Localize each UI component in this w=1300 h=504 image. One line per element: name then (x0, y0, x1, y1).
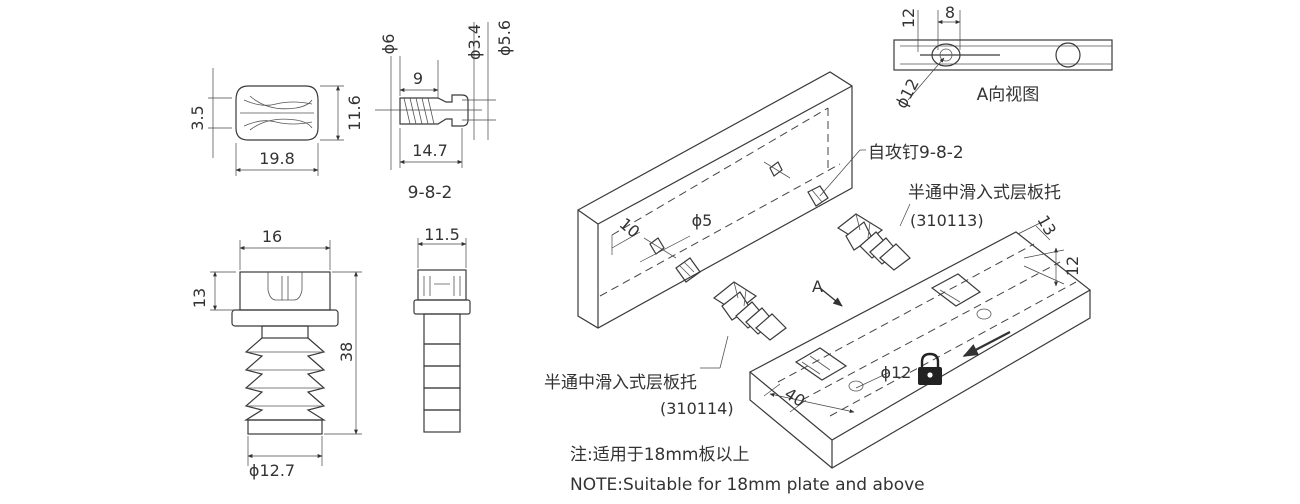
asm-dim-40: 40 (781, 384, 808, 411)
a-view: 8 12 ϕ12 A向视图 (891, 3, 1113, 112)
screw-caption: 9-8-2 (408, 183, 453, 203)
bottom-mid-view: 11.5 (413, 225, 471, 433)
label-support-b: 半通中滑入式层板托 (544, 373, 697, 393)
screw-view: ϕ6 9 ϕ3.4 ϕ5.6 14.7 9-8-2 (375, 20, 514, 203)
top-left-view: 3.5 11.6 19.8 (188, 68, 364, 176)
lower-shelf: 40 ϕ12 13 12 (748, 212, 1092, 469)
asm-dim-12: 12 (1063, 256, 1082, 276)
note-cn: 注:适用于18mm板以上 (570, 445, 749, 465)
a-dim-phi12: ϕ12 (891, 75, 922, 111)
bottom-left-view: 16 13 38 ϕ12.7 (190, 227, 362, 480)
support-310114: 半通中滑入式层板托 (310114) (544, 281, 787, 418)
upper-panel: 10 ϕ5 (577, 71, 853, 329)
dim-phi12-7: ϕ12.7 (249, 461, 295, 480)
support-fins (243, 337, 327, 421)
label-support-a: 半通中滑入式层板托 (908, 183, 1061, 203)
note-en: NOTE:Suitable for 18mm plate and above (570, 475, 925, 495)
view-arrow-label: A (812, 277, 823, 296)
notes: 注:适用于18mm板以上 NOTE:Suitable for 18mm plat… (570, 445, 925, 495)
a-dim-8: 8 (945, 3, 955, 22)
dim-9: 9 (413, 69, 423, 88)
asm-dim-10: 10 (616, 214, 644, 242)
screw-label: 自攻钉9-8-2 (819, 143, 964, 197)
dim-14-7: 14.7 (412, 141, 448, 160)
dim-phi3-4: ϕ3.4 (465, 24, 484, 60)
asm-dim-13: 13 (1033, 212, 1060, 239)
asm-dim-phi12: ϕ12 (881, 363, 912, 382)
dim-11-5: 11.5 (424, 225, 460, 244)
a-view-strip (893, 39, 1113, 71)
dim-16: 16 (262, 227, 282, 246)
panel-hardware (643, 161, 829, 283)
dim-13: 13 (190, 288, 209, 308)
label-support-a-code: (310113) (910, 211, 984, 230)
slider-outline (235, 85, 319, 141)
dim-phi5-6: ϕ5.6 (495, 20, 514, 56)
label-support-b-code: (310114) (660, 399, 734, 418)
view-arrow-a: A (812, 277, 843, 307)
dim-11-6: 11.6 (345, 95, 364, 131)
support-head (239, 271, 331, 311)
support-310113: 半通中滑入式层板托 (310113) (836, 183, 1061, 271)
dim-38: 38 (337, 342, 356, 362)
dim-phi6: ϕ6 (379, 34, 398, 55)
dim-19-8: 19.8 (259, 149, 295, 168)
a-view-caption: A向视图 (977, 85, 1040, 105)
lock-icon (918, 352, 942, 385)
asm-dim-phi5: ϕ5 (692, 211, 713, 230)
label-self-tapping-screw: 自攻钉9-8-2 (868, 143, 964, 163)
a-dim-12: 12 (899, 8, 918, 28)
insert-direction-arrow (962, 331, 1011, 357)
dim-3-5: 3.5 (188, 105, 207, 130)
